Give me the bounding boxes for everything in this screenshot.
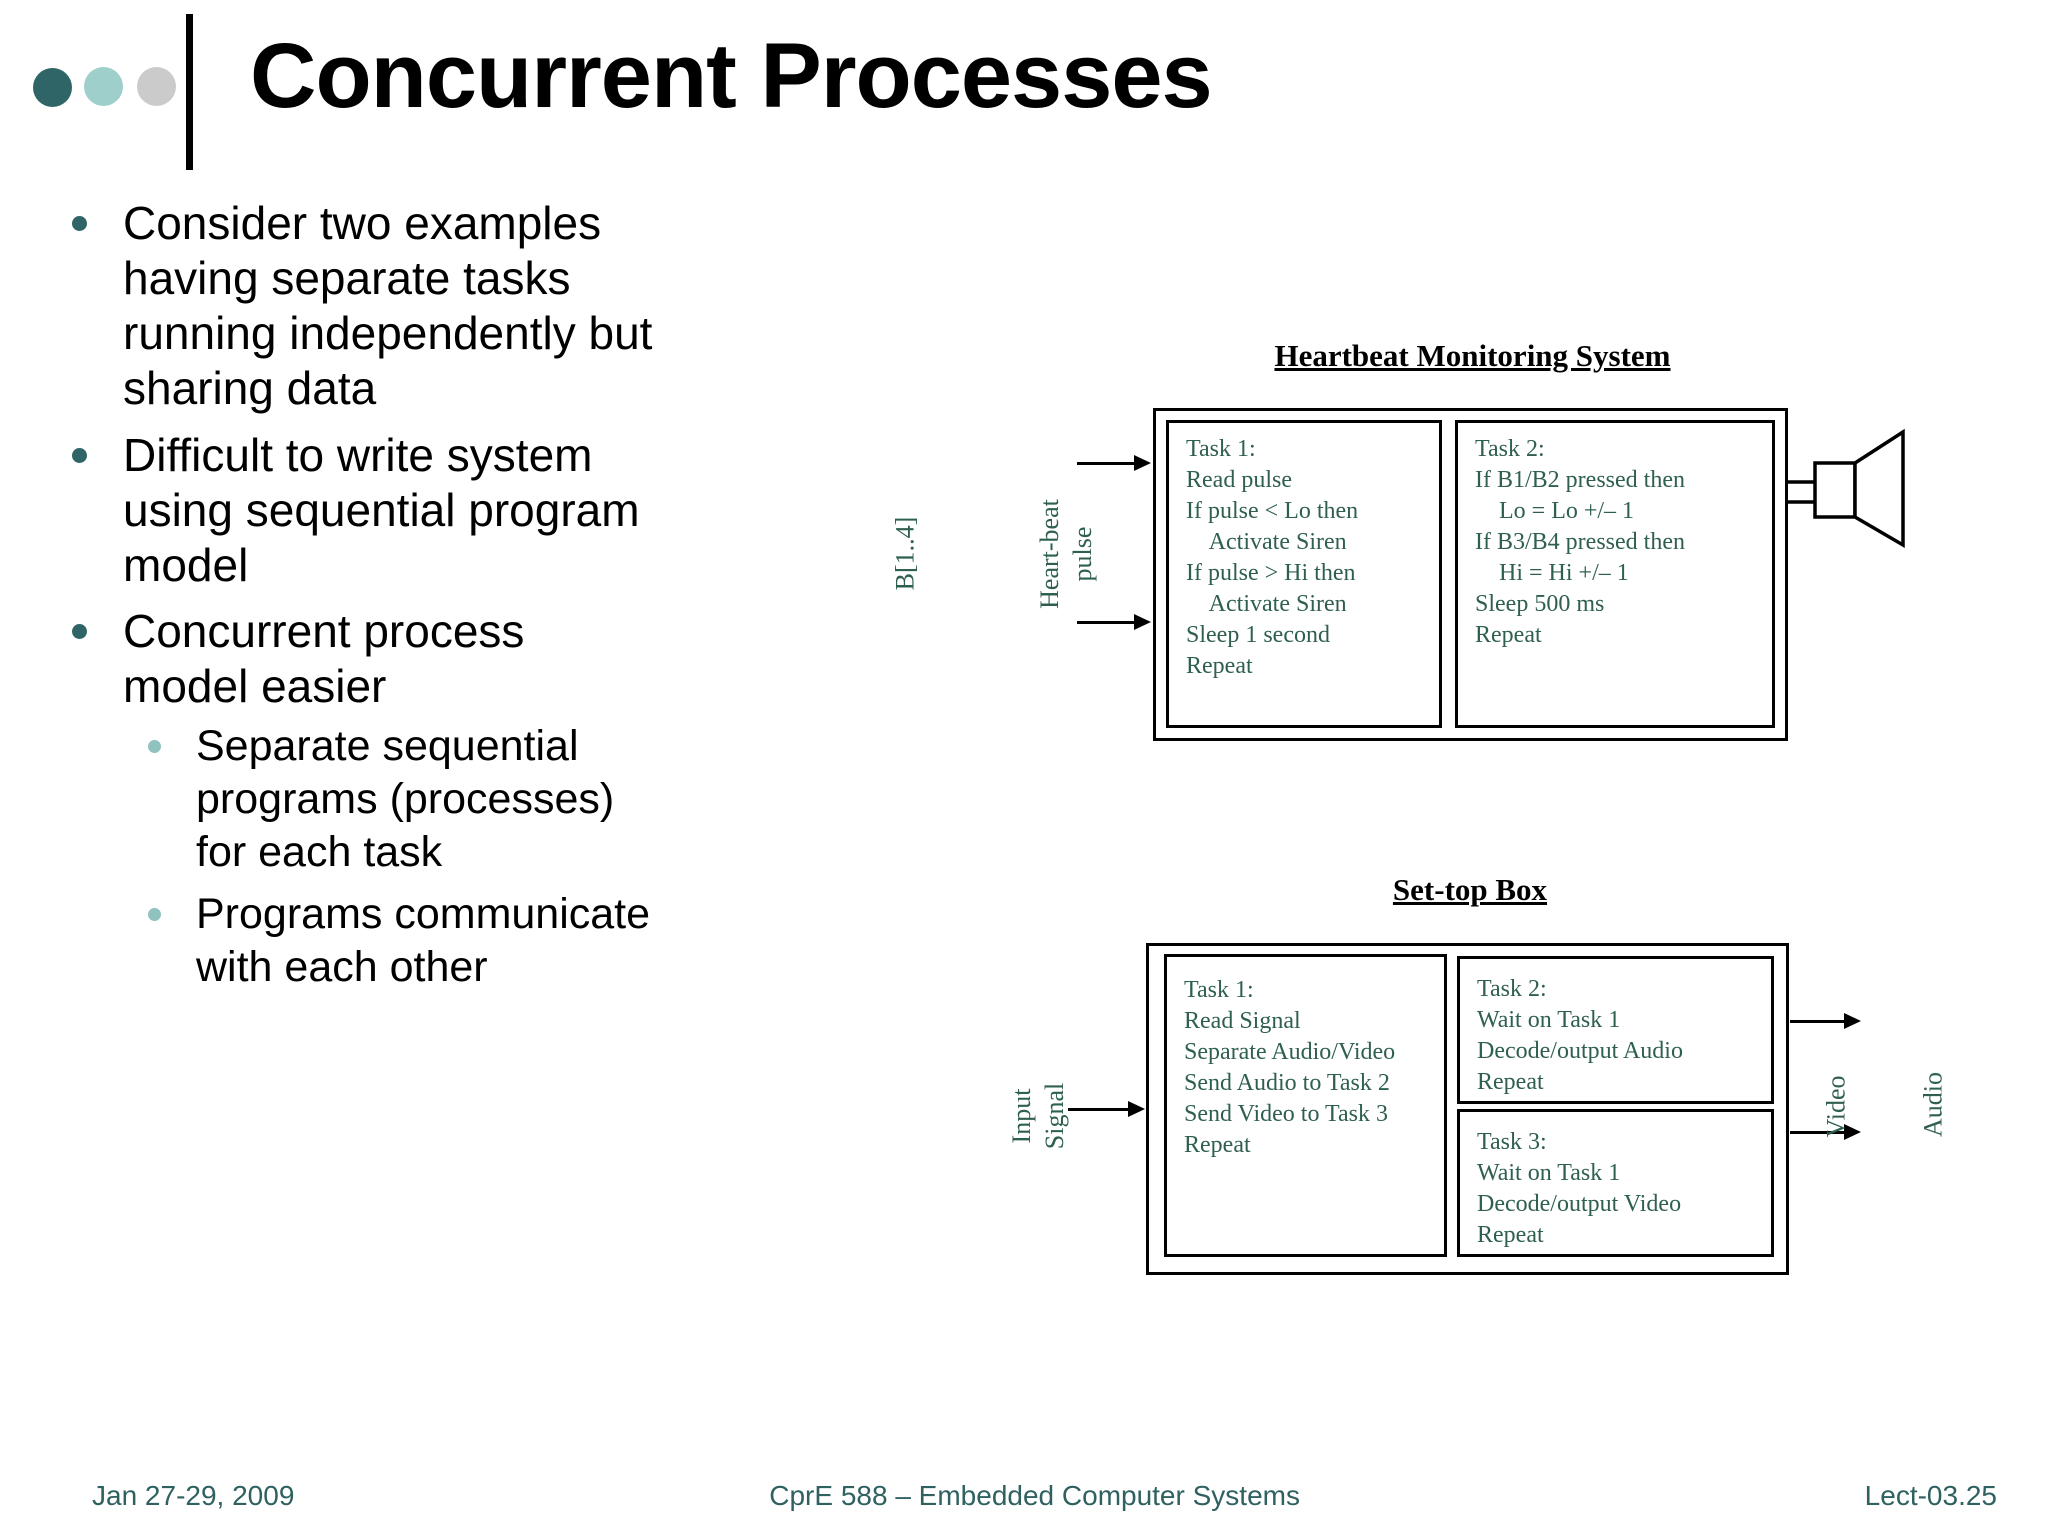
settop-audio-output-arrow (1790, 1013, 1861, 1029)
sub-bullet-item: Programs communicate with each other (136, 888, 650, 994)
bullet-item: Difficult to write system using sequenti… (62, 428, 640, 593)
bullet-text: Difficult to write system using sequenti… (123, 429, 640, 591)
video-output-label: Video (1821, 1075, 1851, 1138)
settop-task1-box: Task 1: Read Signal Separate Audio/Video… (1164, 954, 1447, 1257)
bullet-text: Programs communicate with each other (196, 890, 651, 991)
heartbeat-input-arrow-top (1077, 455, 1151, 471)
speaker-icon (1788, 428, 1905, 549)
bullet-text: Concurrent process model easier (123, 605, 525, 712)
bullet-text: Consider two examples having separate ta… (123, 197, 653, 414)
bullet-item: Concurrent process model easier (62, 604, 524, 714)
bullet-dot-icon (72, 216, 87, 231)
buttons-signal-label: B[1..4] (890, 516, 920, 591)
audio-output-label: Audio (1918, 1072, 1948, 1137)
bullet-dot-icon (72, 624, 87, 639)
settop-task3-box: Task 3: Wait on Task 1 Decode/output Vid… (1457, 1109, 1774, 1257)
sub-bullet-item: Separate sequential programs (processes)… (136, 720, 614, 879)
input-signal-label: Input Signal (1007, 1082, 1069, 1150)
heartbeat-pulse-label: Heart-beat pulse (1035, 499, 1097, 609)
heartbeat-task1-box: Task 1: Read pulse If pulse < Lo then Ac… (1166, 420, 1442, 728)
heartbeat-task2-box: Task 2: If B1/B2 pressed then Lo = Lo +/… (1455, 420, 1775, 728)
heartbeat-diagram-title: Heartbeat Monitoring System (1274, 338, 1671, 373)
footer-date: Jan 27-29, 2009 (92, 1480, 295, 1511)
settop-diagram-title: Set-top Box (1392, 872, 1548, 907)
bullet-item: Consider two examples having separate ta… (62, 196, 652, 416)
footer-course: CprE 588 – Embedded Computer Systems (769, 1480, 1300, 1511)
bullet-dot-icon (148, 740, 161, 753)
logo-dot-teal-icon (84, 67, 123, 106)
logo-dot-gray-icon (137, 67, 176, 106)
settop-input-arrow (1068, 1101, 1145, 1117)
bullet-dot-icon (72, 448, 87, 463)
settop-video-output-arrow (1790, 1124, 1861, 1140)
bullet-dot-icon (148, 908, 161, 921)
bullet-text: Separate sequential programs (processes)… (196, 722, 615, 876)
heartbeat-input-arrow-bottom (1077, 614, 1151, 630)
title-divider-bar (186, 14, 193, 170)
logo-dot-dark-icon (33, 68, 72, 107)
settop-task2-box: Task 2: Wait on Task 1 Decode/output Aud… (1457, 956, 1774, 1104)
footer-lecture-number: Lect-03.25 (1864, 1480, 1997, 1511)
slide-title: Concurrent Processes (250, 25, 1213, 127)
